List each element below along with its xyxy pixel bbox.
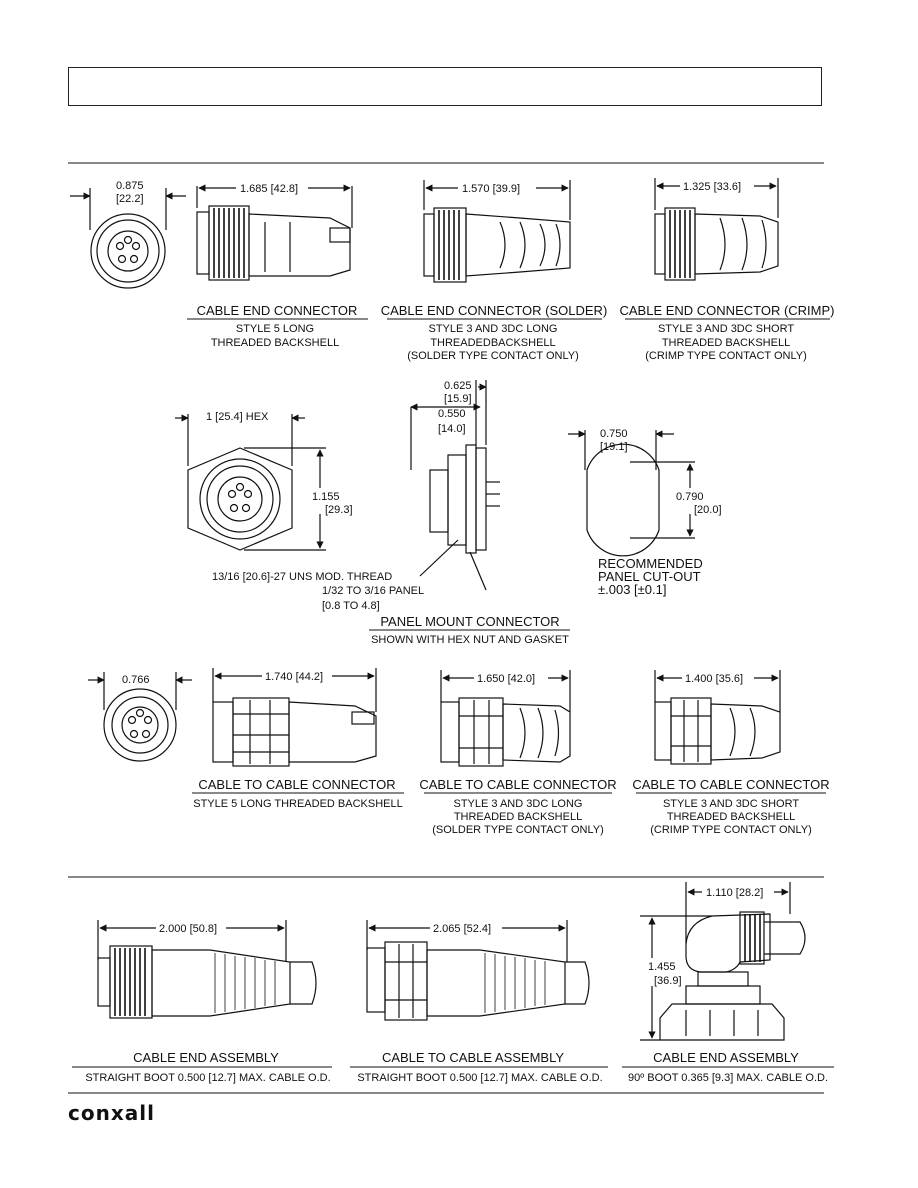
- row2-cutout-w-mm: [19.1]: [600, 441, 628, 453]
- row3-dim-2: 1.650 [42.0]: [477, 673, 535, 685]
- row1-caption-3: CABLE END CONNECTOR (CRIMP): [619, 303, 834, 318]
- row3-face-dim: 0.766: [122, 674, 150, 686]
- row3-connector-1: [212, 668, 377, 767]
- row4-caption-3: CABLE END ASSEMBLY: [653, 1050, 799, 1065]
- row1-dim-2: 1.570 [39.9]: [462, 183, 520, 195]
- row1-face-dim: 0.875: [116, 180, 144, 192]
- row2-cutout-h-mm: [20.0]: [694, 504, 722, 516]
- row3-sub-2b: THREADED BACKSHELL: [454, 811, 582, 823]
- row2-rec-3: ±.003 [±0.1]: [598, 582, 666, 597]
- row4-dim-3: 1.110 [28.2]: [706, 887, 763, 899]
- row2-thread: 13/16 [20.6]-27 UNS MOD. THREAD: [212, 571, 392, 583]
- row1-sub-1a: STYLE 5 LONG: [236, 323, 314, 335]
- row3-sub-3b: THREADED BACKSHELL: [667, 811, 795, 823]
- row4-sub-2: STRAIGHT BOOT 0.500 [12.7] MAX. CABLE O.…: [357, 1072, 602, 1084]
- row4-height-mm: [36.9]: [654, 975, 682, 987]
- row1-face-view: [70, 188, 186, 289]
- row2-panel: 1/32 TO 3/16 PANEL: [322, 585, 424, 597]
- row1-face-dim-mm: [22.2]: [116, 193, 144, 205]
- row3-connector-3: [654, 670, 781, 765]
- row1-sub-1b: THREADED BACKSHELL: [211, 337, 339, 349]
- row3-sub-1a: STYLE 5 LONG THREADED BACKSHELL: [193, 798, 402, 810]
- row2-dim-1-mm: [15.9]: [444, 393, 472, 405]
- row1-connector-1: [196, 184, 353, 281]
- row1-caption-2: CABLE END CONNECTOR (SOLDER): [381, 303, 608, 318]
- row3-caption-3: CABLE TO CABLE CONNECTOR: [632, 777, 829, 792]
- row4-height: 1.455: [648, 961, 676, 973]
- row2-dim-2: 0.550: [438, 408, 466, 420]
- row1-sub-2c: (SOLDER TYPE CONTACT ONLY): [407, 350, 579, 362]
- row1-dim-3: 1.325 [33.6]: [683, 181, 741, 193]
- row1-connector-2: [423, 180, 571, 283]
- row4-sub-3: 90º BOOT 0.365 [9.3] MAX. CABLE O.D.: [628, 1072, 828, 1084]
- row2-panel-mm: [0.8 TO 4.8]: [322, 600, 380, 612]
- row3-caption-1: CABLE TO CABLE CONNECTOR: [198, 777, 395, 792]
- row3-dim-3: 1.400 [35.6]: [685, 673, 743, 685]
- header-box: [68, 67, 822, 106]
- row3-sub-3c: (CRIMP TYPE CONTACT ONLY): [650, 824, 812, 836]
- row2-sub: SHOWN WITH HEX NUT AND GASKET: [371, 634, 569, 646]
- row3-caption-2: CABLE TO CABLE CONNECTOR: [419, 777, 616, 792]
- row2-hex-dim: 1 [25.4] HEX: [206, 411, 269, 423]
- row4-sub-1: STRAIGHT BOOT 0.500 [12.7] MAX. CABLE O.…: [85, 1072, 330, 1084]
- row3-sub-2c: (SOLDER TYPE CONTACT ONLY): [432, 824, 604, 836]
- row2-panel-side-view: [410, 380, 500, 591]
- row4-dim-1: 2.000 [50.8]: [159, 923, 217, 935]
- row2-rec-2: PANEL CUT-OUT: [598, 569, 701, 584]
- row4-assembly-1: [97, 920, 317, 1019]
- row1-caption-1: CABLE END CONNECTOR: [197, 303, 358, 318]
- row2-height-mm: [29.3]: [325, 504, 353, 516]
- row1-connector-3: [654, 178, 779, 281]
- row3-sub-3a: STYLE 3 AND 3DC SHORT: [663, 798, 799, 810]
- row2-height: 1.155: [312, 491, 340, 503]
- row3-dim-1: 1.740 [44.2]: [265, 671, 323, 683]
- row1-sub-3b: THREADED BACKSHELL: [662, 337, 790, 349]
- row1-sub-3a: STYLE 3 AND 3DC SHORT: [658, 323, 794, 335]
- row2-cutout-h: 0.790: [676, 491, 704, 503]
- row4-caption-1: CABLE END ASSEMBLY: [133, 1050, 279, 1065]
- row2-caption: PANEL MOUNT CONNECTOR: [380, 614, 559, 629]
- footer-logo: conxall: [68, 1101, 155, 1125]
- row1-sub-3c: (CRIMP TYPE CONTACT ONLY): [645, 350, 807, 362]
- row4-dim-2: 2.065 [52.4]: [433, 923, 491, 935]
- row1-sub-2a: STYLE 3 AND 3DC LONG: [429, 323, 558, 335]
- row1-sub-2b: THREADEDBACKSHELL: [430, 337, 555, 349]
- row2-cutout-w: 0.750: [600, 428, 628, 440]
- row2-rec-1: RECOMMENDED: [598, 556, 703, 571]
- row3-sub-2a: STYLE 3 AND 3DC LONG: [454, 798, 583, 810]
- row4-caption-2: CABLE TO CABLE ASSEMBLY: [382, 1050, 564, 1065]
- row2-dim-1: 0.625: [444, 380, 472, 392]
- row2-cutout: [568, 430, 695, 557]
- row2-hex-view: [175, 414, 326, 551]
- row3-face-view: [88, 672, 192, 762]
- row1-dim-1: 1.685 [42.8]: [240, 183, 298, 195]
- row2-dim-2-mm: [14.0]: [438, 423, 466, 435]
